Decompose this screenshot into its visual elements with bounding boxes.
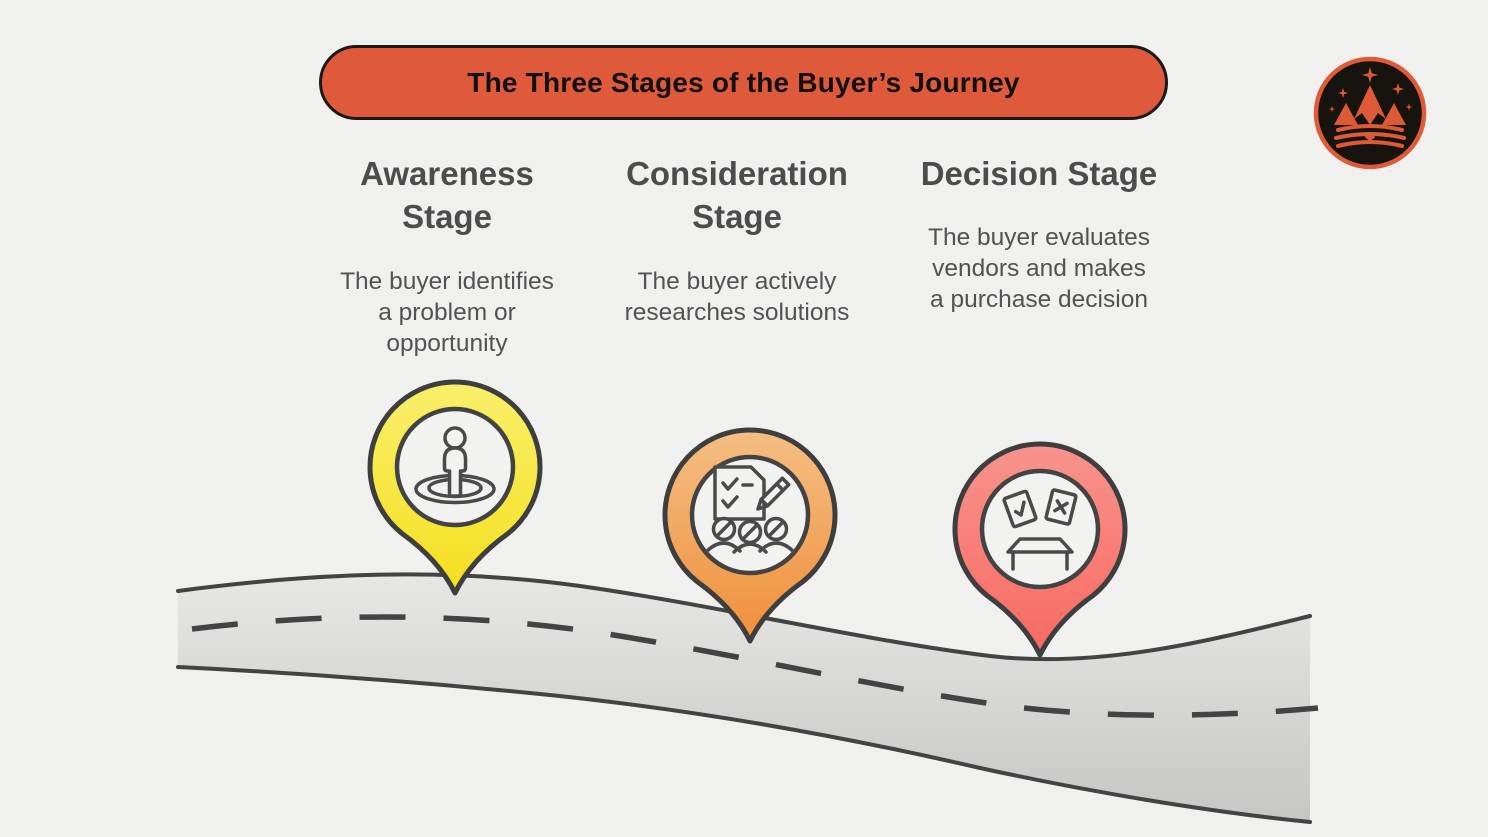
stage-heading: Decision Stage	[920, 155, 1158, 192]
crown-mountains-logo	[1313, 56, 1427, 170]
logo-crown-bands	[1334, 124, 1406, 148]
stage-description: The buyer actively researches solutions	[624, 268, 850, 326]
map-pin-decision	[952, 441, 1128, 658]
road	[176, 572, 1319, 824]
checklist-pencil-people-icon	[705, 465, 795, 554]
title-banner: The Three Stages of the Buyer’s Journey	[319, 45, 1168, 120]
map-pin-consideration	[662, 427, 838, 644]
stage-column-consideration: Consideration Stage The buyer actively r…	[577, 152, 897, 392]
stage-heading: Consideration Stage	[626, 155, 848, 235]
map-pin-awareness	[367, 379, 543, 596]
stage-column-awareness: Awareness Stage The buyer identifies a p…	[287, 152, 607, 392]
stage-heading: Awareness Stage	[360, 155, 534, 235]
ballot-box-icon	[1002, 488, 1078, 571]
road-top-edge	[176, 572, 1312, 662]
stage-column-decision: Decision Stage The buyer evaluates vendo…	[879, 152, 1199, 392]
person-location-icon	[414, 426, 496, 505]
page-title: The Three Stages of the Buyer’s Journey	[467, 66, 1020, 98]
stage-description: The buyer evaluates vendors and makes a …	[928, 224, 1150, 313]
stage-description: The buyer identifies a problem or opport…	[340, 268, 554, 357]
road-bottom-edge	[176, 665, 1312, 824]
road-center-dashes	[191, 614, 1319, 718]
